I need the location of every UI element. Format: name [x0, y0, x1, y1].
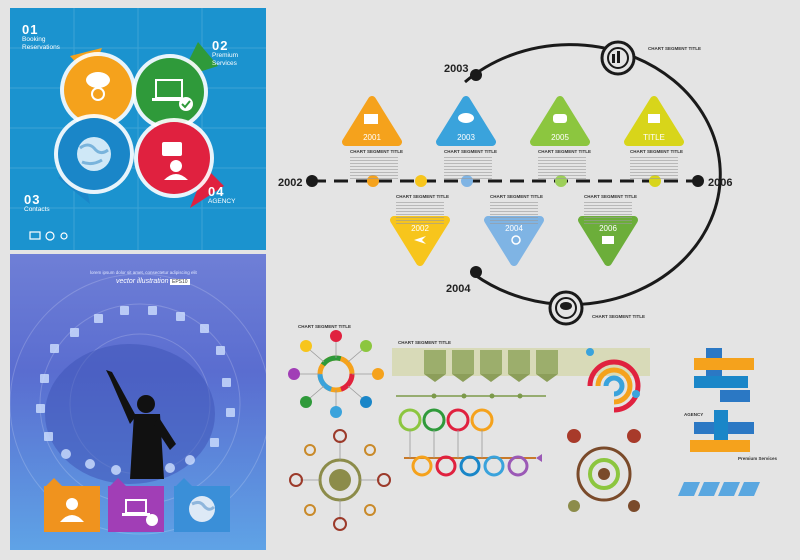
- segment-title: CHART SEGMENT TITLE: [396, 194, 449, 199]
- placeholder-text: [444, 157, 492, 179]
- venn-graphic: [10, 8, 266, 250]
- tri-year: 2005: [551, 133, 569, 142]
- item-label: Premium Services: [212, 52, 239, 67]
- placeholder-text: [630, 157, 678, 179]
- tri-year: 2006: [599, 224, 617, 233]
- segment-title: CHART SEGMENT TITLE: [444, 149, 497, 154]
- chart-label: CHART SEGMENT TITLE: [398, 340, 451, 345]
- tile-purple: [108, 486, 164, 532]
- contact-icons: [29, 231, 68, 241]
- cloud-user-icon: [86, 72, 110, 101]
- year-label: 2006: [708, 177, 732, 189]
- timeline-infographic: 2001 2003 2005 TITLE 2002 2004 2006 2003…: [278, 40, 732, 326]
- triangle-2003: 2003: [436, 96, 496, 146]
- bar-chart-icon: [600, 40, 636, 76]
- item-number: 03: [24, 192, 41, 207]
- item-number: 02: [212, 38, 229, 53]
- ribbon-chart: [694, 348, 754, 402]
- app-icons: [36, 306, 235, 475]
- subtext: lorem ipsum dolor sit amet, consectetur …: [90, 270, 197, 275]
- person-silhouette: [106, 370, 176, 479]
- item-label: Contacts: [24, 206, 50, 213]
- placeholder-text: [490, 202, 538, 224]
- mini-infographics-row-1: CHART SEGMENT TITLE CHART SEGMENT TITLE: [288, 324, 754, 418]
- item-number: 01: [22, 22, 39, 37]
- red-tab: [190, 168, 224, 208]
- tri-year: 2001: [363, 133, 381, 142]
- triangle-2006: 2006: [578, 216, 638, 266]
- globe-icon: [189, 496, 216, 522]
- placeholder-text: [584, 202, 632, 224]
- segment-title: CHART SEGMENT TITLE: [630, 149, 683, 154]
- user-chat-icon: [60, 498, 84, 522]
- triangle-2005: 2005: [530, 96, 590, 146]
- triangle-2002: 2002: [390, 216, 450, 266]
- tag-timeline: [392, 348, 650, 399]
- tri-year: 2004: [505, 224, 523, 233]
- venn-infographic-panel: 01 Booking Reservations 02 Premium Servi…: [10, 8, 266, 250]
- laptop-check-icon: [152, 79, 193, 111]
- brown-radial-chart: [289, 429, 391, 531]
- green-circle: [136, 58, 204, 126]
- placeholder-text: [538, 157, 586, 179]
- segment-title: CHART SEGMENT TITLE: [592, 314, 645, 319]
- segment-title: CHART SEGMENT TITLE: [584, 194, 637, 199]
- brown-balloon-chart: [567, 429, 641, 512]
- item-label: AGENCY: [208, 198, 236, 205]
- headline: vector illustration: [116, 278, 169, 285]
- placeholder-text: [350, 157, 398, 179]
- user-chat-icon: [162, 142, 188, 180]
- item-label: Booking Reservations: [22, 36, 60, 51]
- radial-wheel-chart: [288, 330, 384, 418]
- network-illustration-panel: lorem ipsum dolor sit amet, consectetur …: [10, 254, 266, 550]
- timeline-dot: [415, 175, 427, 187]
- triangle-2004: 2004: [484, 216, 544, 266]
- tri-year: TITLE: [643, 133, 665, 142]
- mini-infographics-row-2: AGENCY Premium Services: [289, 408, 778, 531]
- segment-title: CHART SEGMENT TITLE: [648, 46, 701, 51]
- branch-timeline: [398, 408, 542, 477]
- triangle-title: TITLE: [624, 96, 684, 146]
- segment-title: CHART SEGMENT TITLE: [538, 149, 591, 154]
- laptop-check-icon: [122, 499, 158, 526]
- year-label: 2002: [278, 177, 302, 189]
- cloud-user-icon: [548, 290, 584, 326]
- segment-title: CHART SEGMENT TITLE: [490, 194, 543, 199]
- tri-year: 2002: [411, 224, 429, 233]
- blue-ribbon-chart: [678, 410, 760, 496]
- chart-label: Premium Services: [738, 456, 778, 461]
- eps-badge: EPS10: [170, 279, 190, 285]
- year-label: 2004: [446, 283, 471, 295]
- network-graphic: [10, 273, 266, 535]
- tri-year: 2003: [457, 133, 475, 142]
- placeholder-text: [396, 202, 444, 224]
- item-number: 04: [208, 184, 225, 199]
- globe-icon: [77, 137, 111, 171]
- timeline-arc: [464, 43, 722, 307]
- arc-chart: [586, 348, 641, 413]
- triangle-2001: 2001: [342, 96, 402, 146]
- segment-title: CHART SEGMENT TITLE: [350, 149, 403, 154]
- red-circle: [138, 122, 210, 194]
- chart-label: CHART SEGMENT TITLE: [298, 324, 351, 329]
- year-label: 2003: [444, 63, 468, 75]
- chart-label: AGENCY: [684, 412, 703, 417]
